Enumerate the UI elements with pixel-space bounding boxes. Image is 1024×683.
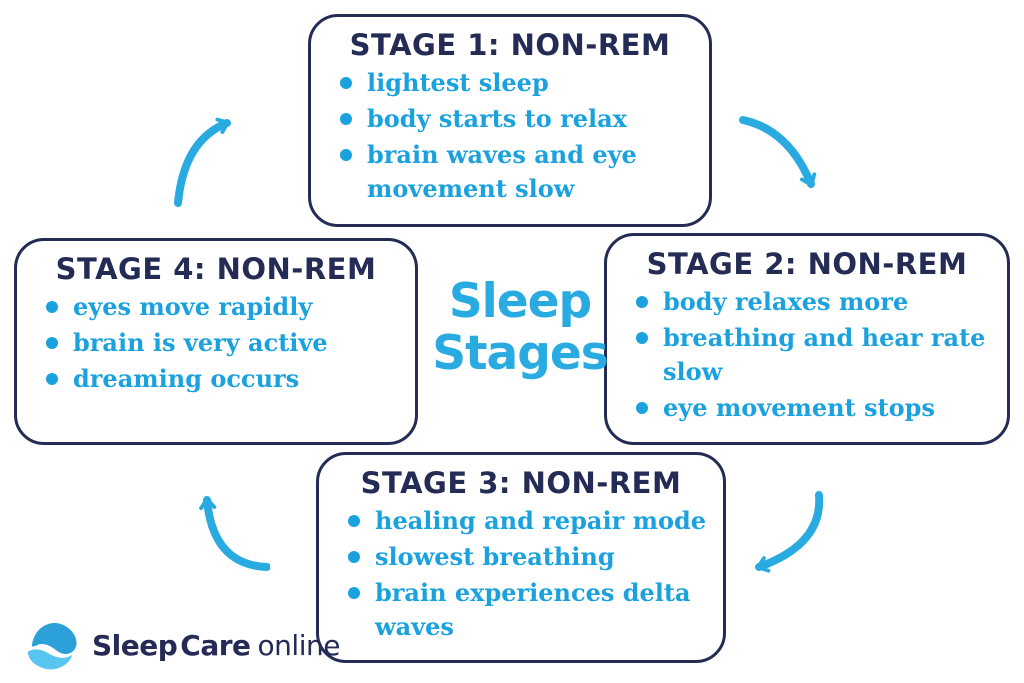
bullet-dot-icon [348, 587, 360, 599]
bullet-item: lightest sleep [339, 66, 701, 100]
bullet-item: eyes move rapidly [45, 290, 407, 324]
diagram-title-line2: Stages [432, 326, 609, 381]
stage-2-card: STAGE 2: NON-REM body relaxes more breat… [604, 233, 1010, 445]
bullet-item: healing and repair mode [347, 504, 715, 538]
diagram-title-line1: Sleep [448, 274, 592, 329]
curved-arrow-down-left-icon [755, 491, 824, 573]
stage-4-bullets: eyes move rapidly brain is very active d… [17, 290, 415, 396]
bullet-dot-icon [46, 373, 58, 385]
stage-1-card: STAGE 1: NON-REM lightest sleep body sta… [308, 14, 712, 227]
curved-arrow-up-left-icon [199, 496, 270, 571]
stage-4-card: STAGE 4: NON-REM eyes move rapidly brain… [14, 238, 418, 445]
bullet-item: body relaxes more [635, 285, 999, 319]
bullet-item: eye movement stops [635, 391, 999, 425]
bullet-item: breathing and hear rate slow [635, 321, 999, 389]
bullet-dot-icon [636, 296, 648, 308]
stage-1-bullets: lightest sleep body starts to relax brai… [311, 66, 709, 206]
logo-word-sleep: Sleep [92, 628, 178, 662]
logo-word-online: online [257, 628, 341, 662]
curved-arrow-down-right-icon [739, 116, 817, 188]
wave-swirl-icon [27, 623, 77, 670]
diagram-title: Sleep Stages [414, 276, 626, 380]
bullet-item: body starts to relax [339, 102, 701, 136]
bullet-dot-icon [340, 149, 352, 161]
bullet-dot-icon [340, 113, 352, 125]
stage-1-title: STAGE 1: NON-REM [349, 28, 671, 62]
bullet-item: dreaming occurs [45, 362, 407, 396]
bullet-dot-icon [348, 551, 360, 563]
bullet-item: brain is very active [45, 326, 407, 360]
bullet-dot-icon [46, 337, 58, 349]
stage-3-title: STAGE 3: NON-REM [360, 466, 682, 500]
bullet-dot-icon [636, 402, 648, 414]
stage-3-card: STAGE 3: NON-REM healing and repair mode… [316, 452, 726, 663]
curved-arrow-up-right-icon [174, 117, 231, 207]
logo-word-care: Care [180, 628, 251, 662]
stage-2-bullets: body relaxes more breathing and hear rat… [607, 285, 1007, 425]
stage-4-title: STAGE 4: NON-REM [55, 252, 377, 286]
bullet-dot-icon [46, 301, 58, 313]
stage-3-bullets: healing and repair mode slowest breathin… [319, 504, 723, 644]
bullet-item: brain experiences delta waves [347, 576, 715, 644]
bullet-dot-icon [636, 332, 648, 344]
bullet-item: slowest breathing [347, 540, 715, 574]
bullet-dot-icon [340, 77, 352, 89]
bullet-dot-icon [348, 515, 360, 527]
bullet-item: brain waves and eye movement slow [339, 138, 701, 206]
stage-2-title: STAGE 2: NON-REM [646, 247, 968, 281]
